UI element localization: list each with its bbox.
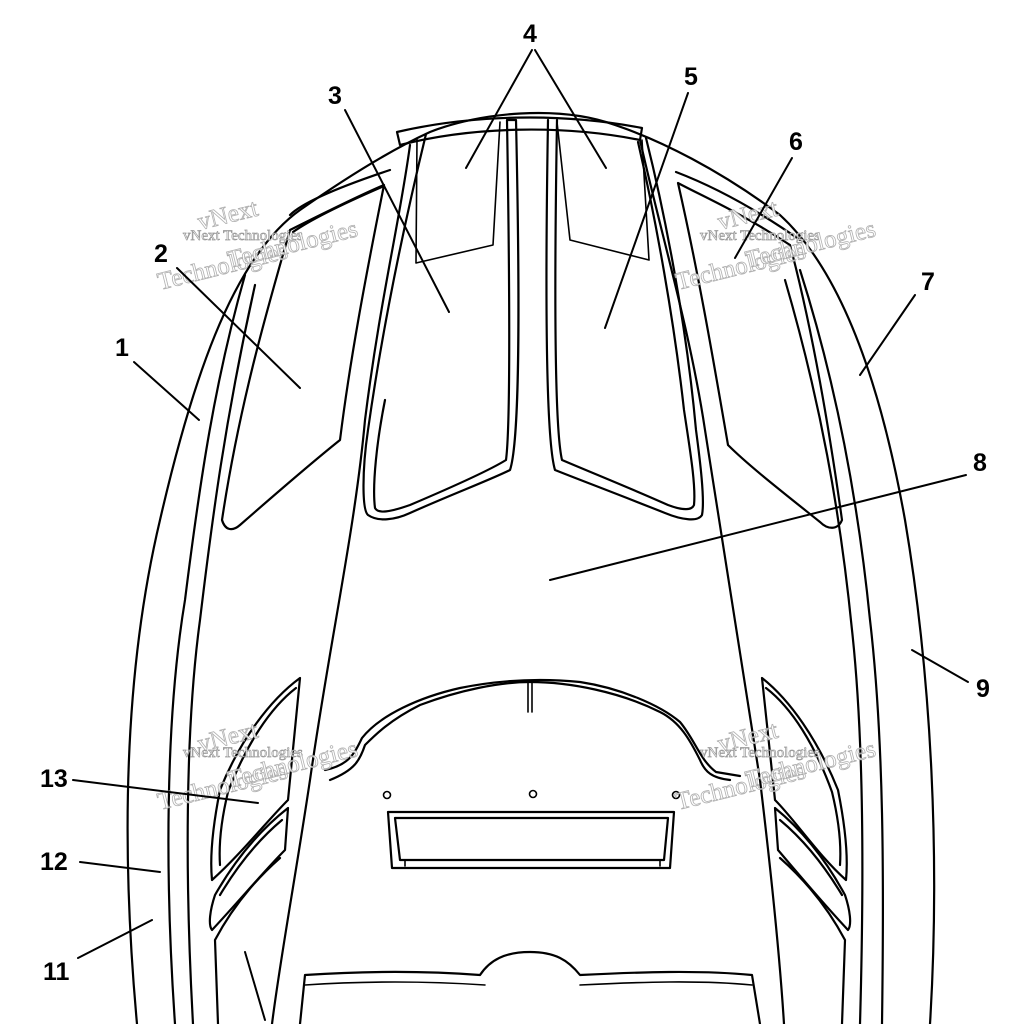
callout-12: 12 <box>40 848 68 876</box>
watermark-text: vNext Technologies <box>700 228 820 244</box>
leader-lines <box>72 49 969 1021</box>
panel-left-center <box>362 118 520 521</box>
leader-13 <box>72 779 259 804</box>
center-stripe <box>270 138 786 1024</box>
callout-2: 2 <box>154 240 168 268</box>
leader-8 <box>549 474 967 581</box>
callout-7: 7 <box>921 268 935 296</box>
watermark-top-right: vNext vNext Technologies Technologies Te… <box>673 194 879 296</box>
leader-11 <box>77 919 153 959</box>
callout-6: 6 <box>789 128 803 156</box>
watermark-text: vNext Technologies <box>700 745 820 761</box>
callout-3: 3 <box>328 82 342 110</box>
hood-body-outline <box>126 111 936 1024</box>
watermark-text: vNext Technologies <box>183 228 303 244</box>
callout-9: 9 <box>976 675 990 703</box>
seat-edge <box>298 950 762 1024</box>
leader-1 <box>133 361 200 421</box>
panel-left-side <box>220 168 392 531</box>
callout-11: 11 <box>43 958 70 986</box>
vents-right <box>760 676 852 1024</box>
leader-3 <box>344 109 450 313</box>
leader-5 <box>604 92 689 329</box>
callout-8: 8 <box>973 449 987 477</box>
watermark-bottom-left: vNext vNext Technologies Technologies Te… <box>155 716 361 816</box>
rear-scoop <box>323 678 742 870</box>
leader-9 <box>911 649 969 683</box>
vents-left <box>208 676 302 1024</box>
leader-10 <box>244 951 266 1021</box>
leader-6 <box>734 157 793 259</box>
leader-2 <box>176 267 301 389</box>
callout-4: 4 <box>523 20 537 48</box>
callout-labels: 1 2 3 4 5 6 7 8 9 13 12 11 <box>40 20 990 986</box>
callout-1: 1 <box>115 334 129 362</box>
watermark-text: vNext Technologies <box>183 745 303 761</box>
leader-4b <box>534 49 607 169</box>
callout-13: 13 <box>40 765 68 793</box>
panel-right-center <box>545 118 705 521</box>
leader-12 <box>79 861 161 873</box>
panel-right-side <box>674 170 844 529</box>
leader-4a <box>465 49 533 169</box>
callout-5: 5 <box>684 63 698 91</box>
watermark-brand: vNext <box>715 717 781 758</box>
leader-7 <box>859 294 916 376</box>
